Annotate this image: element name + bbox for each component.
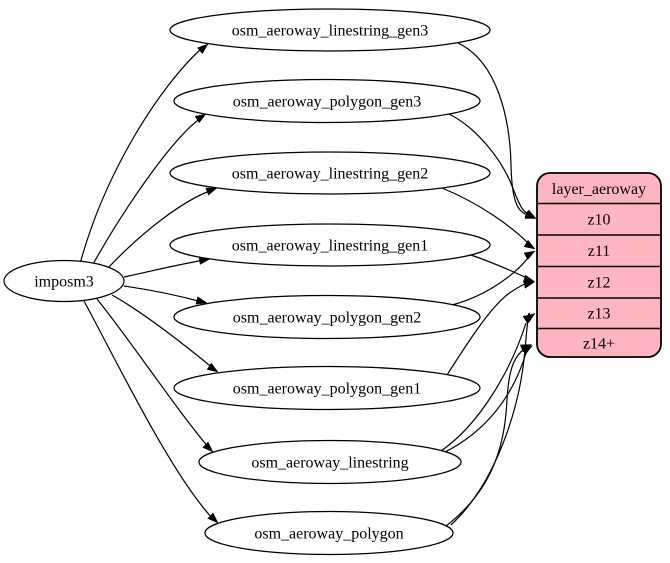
node-shape bbox=[198, 439, 462, 485]
node-label: osm_aeroway_linestring_gen1 bbox=[232, 238, 428, 255]
edge-imposm3-to-osm_aeroway_linestring_gen2 bbox=[106, 189, 213, 270]
node-osm_aeroway_linestring: osm_aeroway_linestring bbox=[198, 439, 462, 485]
node-imposm3: imposm3 bbox=[3, 259, 125, 303]
edge-osm_aeroway_polygon-to-z13-arrowhead bbox=[523, 313, 536, 324]
node-imposm3-shape bbox=[3, 259, 125, 303]
edge-osm_aeroway_polygon-to-z13 bbox=[450, 312, 532, 526]
edge-imposm3-to-osm_aeroway_polygon_gen1 bbox=[111, 294, 215, 370]
record-row-z11: z11 bbox=[588, 243, 611, 260]
node-osm_aeroway_polygon_gen3: osm_aeroway_polygon_gen3 bbox=[173, 78, 481, 124]
edge-imposm3-to-osm_aeroway_polygon-arrowhead bbox=[207, 512, 219, 524]
edge-osm_aeroway_linestring_gen2-to-z11-arrowhead bbox=[523, 239, 536, 250]
node-label: osm_aeroway_polygon_gen1 bbox=[233, 381, 421, 398]
node-layer_aeroway: layer_aeroway z10 z11 z12 z13 z14+ bbox=[536, 172, 662, 358]
node-shape bbox=[169, 8, 491, 52]
node-label: osm_aeroway_polygon bbox=[254, 526, 403, 543]
node-label: osm_aeroway_polygon_gen2 bbox=[233, 310, 421, 327]
node-shape bbox=[173, 78, 481, 124]
node-osm_aeroway_polygon: osm_aeroway_polygon bbox=[204, 510, 454, 556]
edge-osm_aeroway_linestring-to-z14 bbox=[442, 352, 527, 454]
edge-osm_aeroway_polygon_gen1-to-z12-arrowhead bbox=[523, 280, 536, 289]
node-shape bbox=[173, 294, 481, 340]
record-title: layer_aeroway bbox=[552, 181, 646, 198]
edge-imposm3-to-osm_aeroway_linestring_gen3 bbox=[79, 47, 203, 265]
record-body bbox=[536, 172, 662, 358]
edge-osm_aeroway_polygon_gen2-to-z11 bbox=[451, 257, 529, 306]
edge-osm_aeroway_polygon_gen1-to-z12 bbox=[446, 283, 528, 376]
record-row-z12: z12 bbox=[587, 275, 610, 292]
node-shape bbox=[173, 365, 481, 411]
edge-imposm3-to-osm_aeroway_linestring_gen1 bbox=[123, 259, 206, 278]
node-label: osm_aeroway_linestring_gen2 bbox=[232, 166, 428, 183]
record-row-z10: z10 bbox=[587, 212, 610, 229]
edge-osm_aeroway_polygon_gen2-to-z11-arrowhead bbox=[523, 250, 536, 260]
edge-osm_aeroway_linestring-to-z13 bbox=[440, 322, 527, 452]
node-label: osm_aeroway_linestring bbox=[251, 455, 408, 472]
edge-osm_aeroway_linestring_gen2-to-z11 bbox=[441, 187, 529, 244]
edge-imposm3-to-osm_aeroway_linestring_gen3-arrowhead bbox=[197, 43, 209, 55]
edge-osm_aeroway_polygon_gen3-to-z10-arrowhead bbox=[524, 209, 537, 219]
node-shape bbox=[169, 151, 491, 195]
node-label: osm_aeroway_linestring_gen3 bbox=[232, 23, 428, 40]
edge-imposm3-to-osm_aeroway_linestring-arrowhead bbox=[202, 441, 214, 453]
edge-osm_aeroway_linestring_gen3-to-z10 bbox=[457, 42, 530, 217]
node-osm_aeroway_linestring_gen3: osm_aeroway_linestring_gen3 bbox=[169, 8, 491, 52]
edge-osm_aeroway_linestring_gen1-to-z12 bbox=[470, 254, 528, 279]
edge-osm_aeroway_polygon-to-z14 bbox=[445, 348, 525, 527]
edge-imposm3-to-osm_aeroway_linestring bbox=[96, 298, 211, 450]
node-osm_aeroway_linestring_gen2: osm_aeroway_linestring_gen2 bbox=[169, 151, 491, 195]
edge-imposm3-to-osm_aeroway_polygon bbox=[83, 300, 215, 521]
edge-imposm3-to-osm_aeroway_polygon_gen1-arrowhead bbox=[206, 362, 219, 373]
node-shape bbox=[169, 223, 491, 267]
edge-imposm3-to-osm_aeroway_polygon_gen3 bbox=[91, 117, 202, 267]
edge-osm_aeroway_polygon-to-z14-arrowhead bbox=[519, 344, 533, 353]
node-osm_aeroway_polygon_gen2: osm_aeroway_polygon_gen2 bbox=[173, 294, 481, 340]
node-label: osm_aeroway_polygon_gen3 bbox=[233, 94, 421, 111]
node-shape bbox=[204, 510, 454, 556]
edge-osm_aeroway_polygon_gen3-to-z10 bbox=[448, 113, 530, 216]
node-osm_aeroway_polygon_gen1: osm_aeroway_polygon_gen1 bbox=[173, 365, 481, 411]
record-row-z13: z13 bbox=[587, 306, 610, 323]
edge-imposm3-to-osm_aeroway_polygon_gen2 bbox=[123, 285, 203, 303]
edge-imposm3-to-osm_aeroway_polygon_gen2-arrowhead bbox=[195, 296, 208, 305]
record-row-z14: z14+ bbox=[583, 336, 615, 353]
edge-imposm3-to-osm_aeroway_linestring_gen2-arrowhead bbox=[205, 187, 218, 196]
edge-imposm3-to-osm_aeroway_polygon_gen3-arrowhead bbox=[194, 113, 207, 124]
node-imposm3-label: imposm3 bbox=[34, 274, 94, 291]
node-osm_aeroway_linestring_gen1: osm_aeroway_linestring_gen1 bbox=[169, 223, 491, 267]
